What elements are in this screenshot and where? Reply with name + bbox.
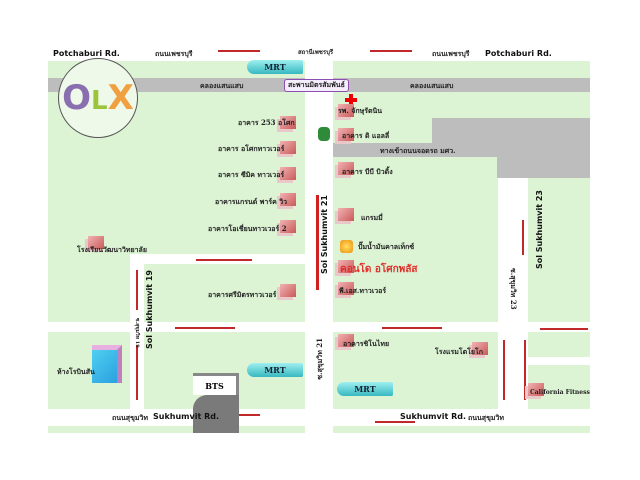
place-ocean-tower: อาคารโอเชี่ยนทาวเวอร์ 2 — [208, 224, 287, 233]
motorbike-icon — [318, 127, 330, 141]
place-253-asoke: อาคาร 253 อโศก — [238, 118, 295, 127]
parking-entrance-label: ทางเข้าถนนจอดรถ มศว. — [380, 146, 456, 155]
place-sino-thai: อาคารชิโนไทย — [343, 339, 390, 348]
place-school: โรงเรียนวัฒนาวิทยาลัย — [77, 245, 147, 254]
building-icon — [338, 162, 354, 175]
building-icon — [338, 334, 354, 347]
sukhumvit-road — [48, 409, 590, 426]
soi19-label: Sol Sukhumvit 19 — [145, 270, 154, 349]
building-icon — [338, 260, 354, 273]
hospital-cross-icon — [345, 94, 357, 106]
soi-19-road — [130, 255, 144, 410]
parking-lane — [333, 143, 497, 157]
soi23-label: Sol Sukhumvit 23 — [535, 190, 544, 269]
bridge-label: สะพานมิตรสัมพันธ์ — [284, 79, 349, 92]
building-icon — [338, 128, 354, 141]
canal-label-right: คลองแสนแสบ — [410, 81, 454, 90]
place-california-fitness: California Fitness — [530, 389, 590, 396]
building-icon — [280, 141, 296, 154]
robinson-building-icon — [92, 345, 122, 383]
potchaburi-th-left: ถนนเพชรบุรี — [155, 49, 193, 58]
sukhumvit-label-left-en: Sukhumvit Rd. — [153, 412, 219, 421]
place-asoke-tower: อาคาร อโศกทาวเวอร์ — [218, 144, 285, 153]
parking-area-lower — [497, 148, 590, 178]
place-hospital: รพ. จักษุรัตนิน — [338, 106, 383, 115]
building-icon — [88, 236, 104, 249]
traffic-arrow — [136, 270, 138, 310]
potchaburi-label-left: Potchaburi Rd. — [53, 49, 120, 58]
building-icon — [280, 220, 296, 233]
place-hotel: โรงแรมโตโยโก — [435, 347, 483, 356]
olx-logo: OLX — [58, 58, 138, 138]
sukhumvit-label-left-th: ถนนสุขุมวิท — [112, 413, 149, 422]
building-icon — [338, 208, 354, 221]
traffic-arrow — [316, 195, 319, 290]
soi23-th-label: ซ.สุขุมวิท 23 — [509, 268, 518, 310]
traffic-arrow — [370, 50, 412, 52]
traffic-arrow — [375, 421, 415, 423]
cross-road-east — [528, 357, 590, 365]
soi-21-road — [305, 45, 333, 433]
place-caltex: ปั๊มน้ำมันคาลเท็กซ์ — [358, 242, 415, 251]
top-intersection-label: สถานีเพชรบุรี — [298, 49, 334, 56]
building-icon — [472, 342, 488, 355]
building-icon — [280, 193, 296, 206]
bts-track — [193, 395, 239, 433]
place-grammy: แกรมมี่ — [361, 213, 383, 222]
place-srimitr-tower: อาคารศรีมิตรทาวเวอร์ — [208, 290, 277, 299]
soi21-th-label: ซ.สุขุมวิท 21 — [315, 338, 324, 380]
building-icon — [280, 116, 296, 129]
potchaburi-label-right: Potchaburi Rd. — [485, 49, 552, 58]
building-icon — [338, 104, 354, 117]
mrt-station-left[interactable]: MRT — [247, 363, 303, 377]
building-icon — [338, 282, 354, 295]
soi21-label: Soi Sukhumvit 21 — [320, 195, 329, 274]
place-condo-asoke-plus[interactable]: คอนโด อโศกพลัส — [340, 264, 418, 275]
traffic-arrow — [382, 327, 442, 329]
mrt-station-top[interactable]: MRT — [247, 60, 303, 74]
sukhumvit-label-right-en: Sukhumvit Rd. — [400, 412, 466, 421]
cross-road-mid-right — [333, 322, 590, 332]
building-icon — [280, 167, 296, 180]
traffic-arrow — [503, 340, 505, 400]
traffic-arrow — [218, 50, 260, 52]
place-ps-tower: พี.เอส.ทาวเวอร์ — [339, 286, 387, 295]
traffic-arrow — [524, 340, 526, 400]
potchaburi-th-right: ถนนเพชรบุรี — [432, 49, 470, 58]
place-cimic-tower: อาคาร ซีมิค ทาวเวอร์ — [218, 170, 285, 179]
traffic-arrow — [175, 327, 235, 329]
building-icon — [280, 284, 296, 297]
bts-label: BTS — [193, 373, 239, 395]
canal-label-left: คลองแสนแสบ — [200, 81, 244, 90]
traffic-arrow — [196, 259, 252, 261]
place-ali-building: อาคาร ดิ แอลลี่ — [342, 131, 390, 140]
traffic-arrow — [540, 328, 588, 330]
building-icon — [528, 383, 544, 396]
traffic-arrow — [136, 345, 138, 400]
place-grand-park-view: อาคารแกรนด์ พาร์ค วิว — [215, 197, 288, 206]
sukhumvit-label-right-th: ถนนสุขุมวิท — [468, 413, 505, 422]
mrt-station-right[interactable]: MRT — [337, 382, 393, 396]
place-bb-building: อาคาร บีบี บิวดิ้ง — [342, 167, 393, 176]
gas-station-icon — [340, 240, 353, 253]
traffic-arrow — [522, 220, 524, 255]
place-robinson: ห้างโรบินสัน — [57, 367, 95, 376]
bts-station[interactable]: BTS — [193, 373, 239, 435]
soi19-th-label: ซ.สุขุมวิท 19 — [134, 318, 140, 348]
